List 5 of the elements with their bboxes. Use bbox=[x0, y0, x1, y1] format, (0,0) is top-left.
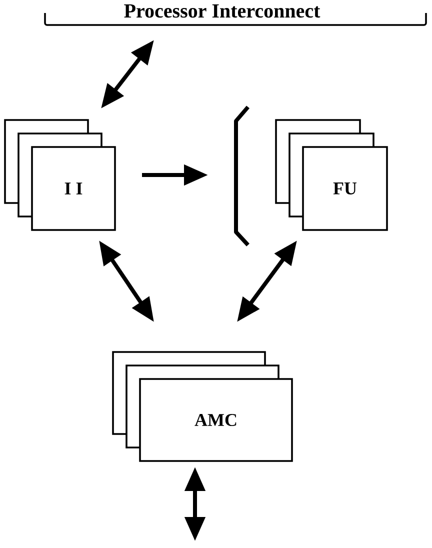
stacked-boxes: I I bbox=[4, 119, 116, 231]
heading: Processor Interconnect bbox=[124, 4, 320, 18]
stacked-boxes: FU bbox=[275, 119, 388, 231]
bracket bbox=[234, 106, 250, 246]
stacked-boxes: AMC bbox=[112, 351, 293, 462]
